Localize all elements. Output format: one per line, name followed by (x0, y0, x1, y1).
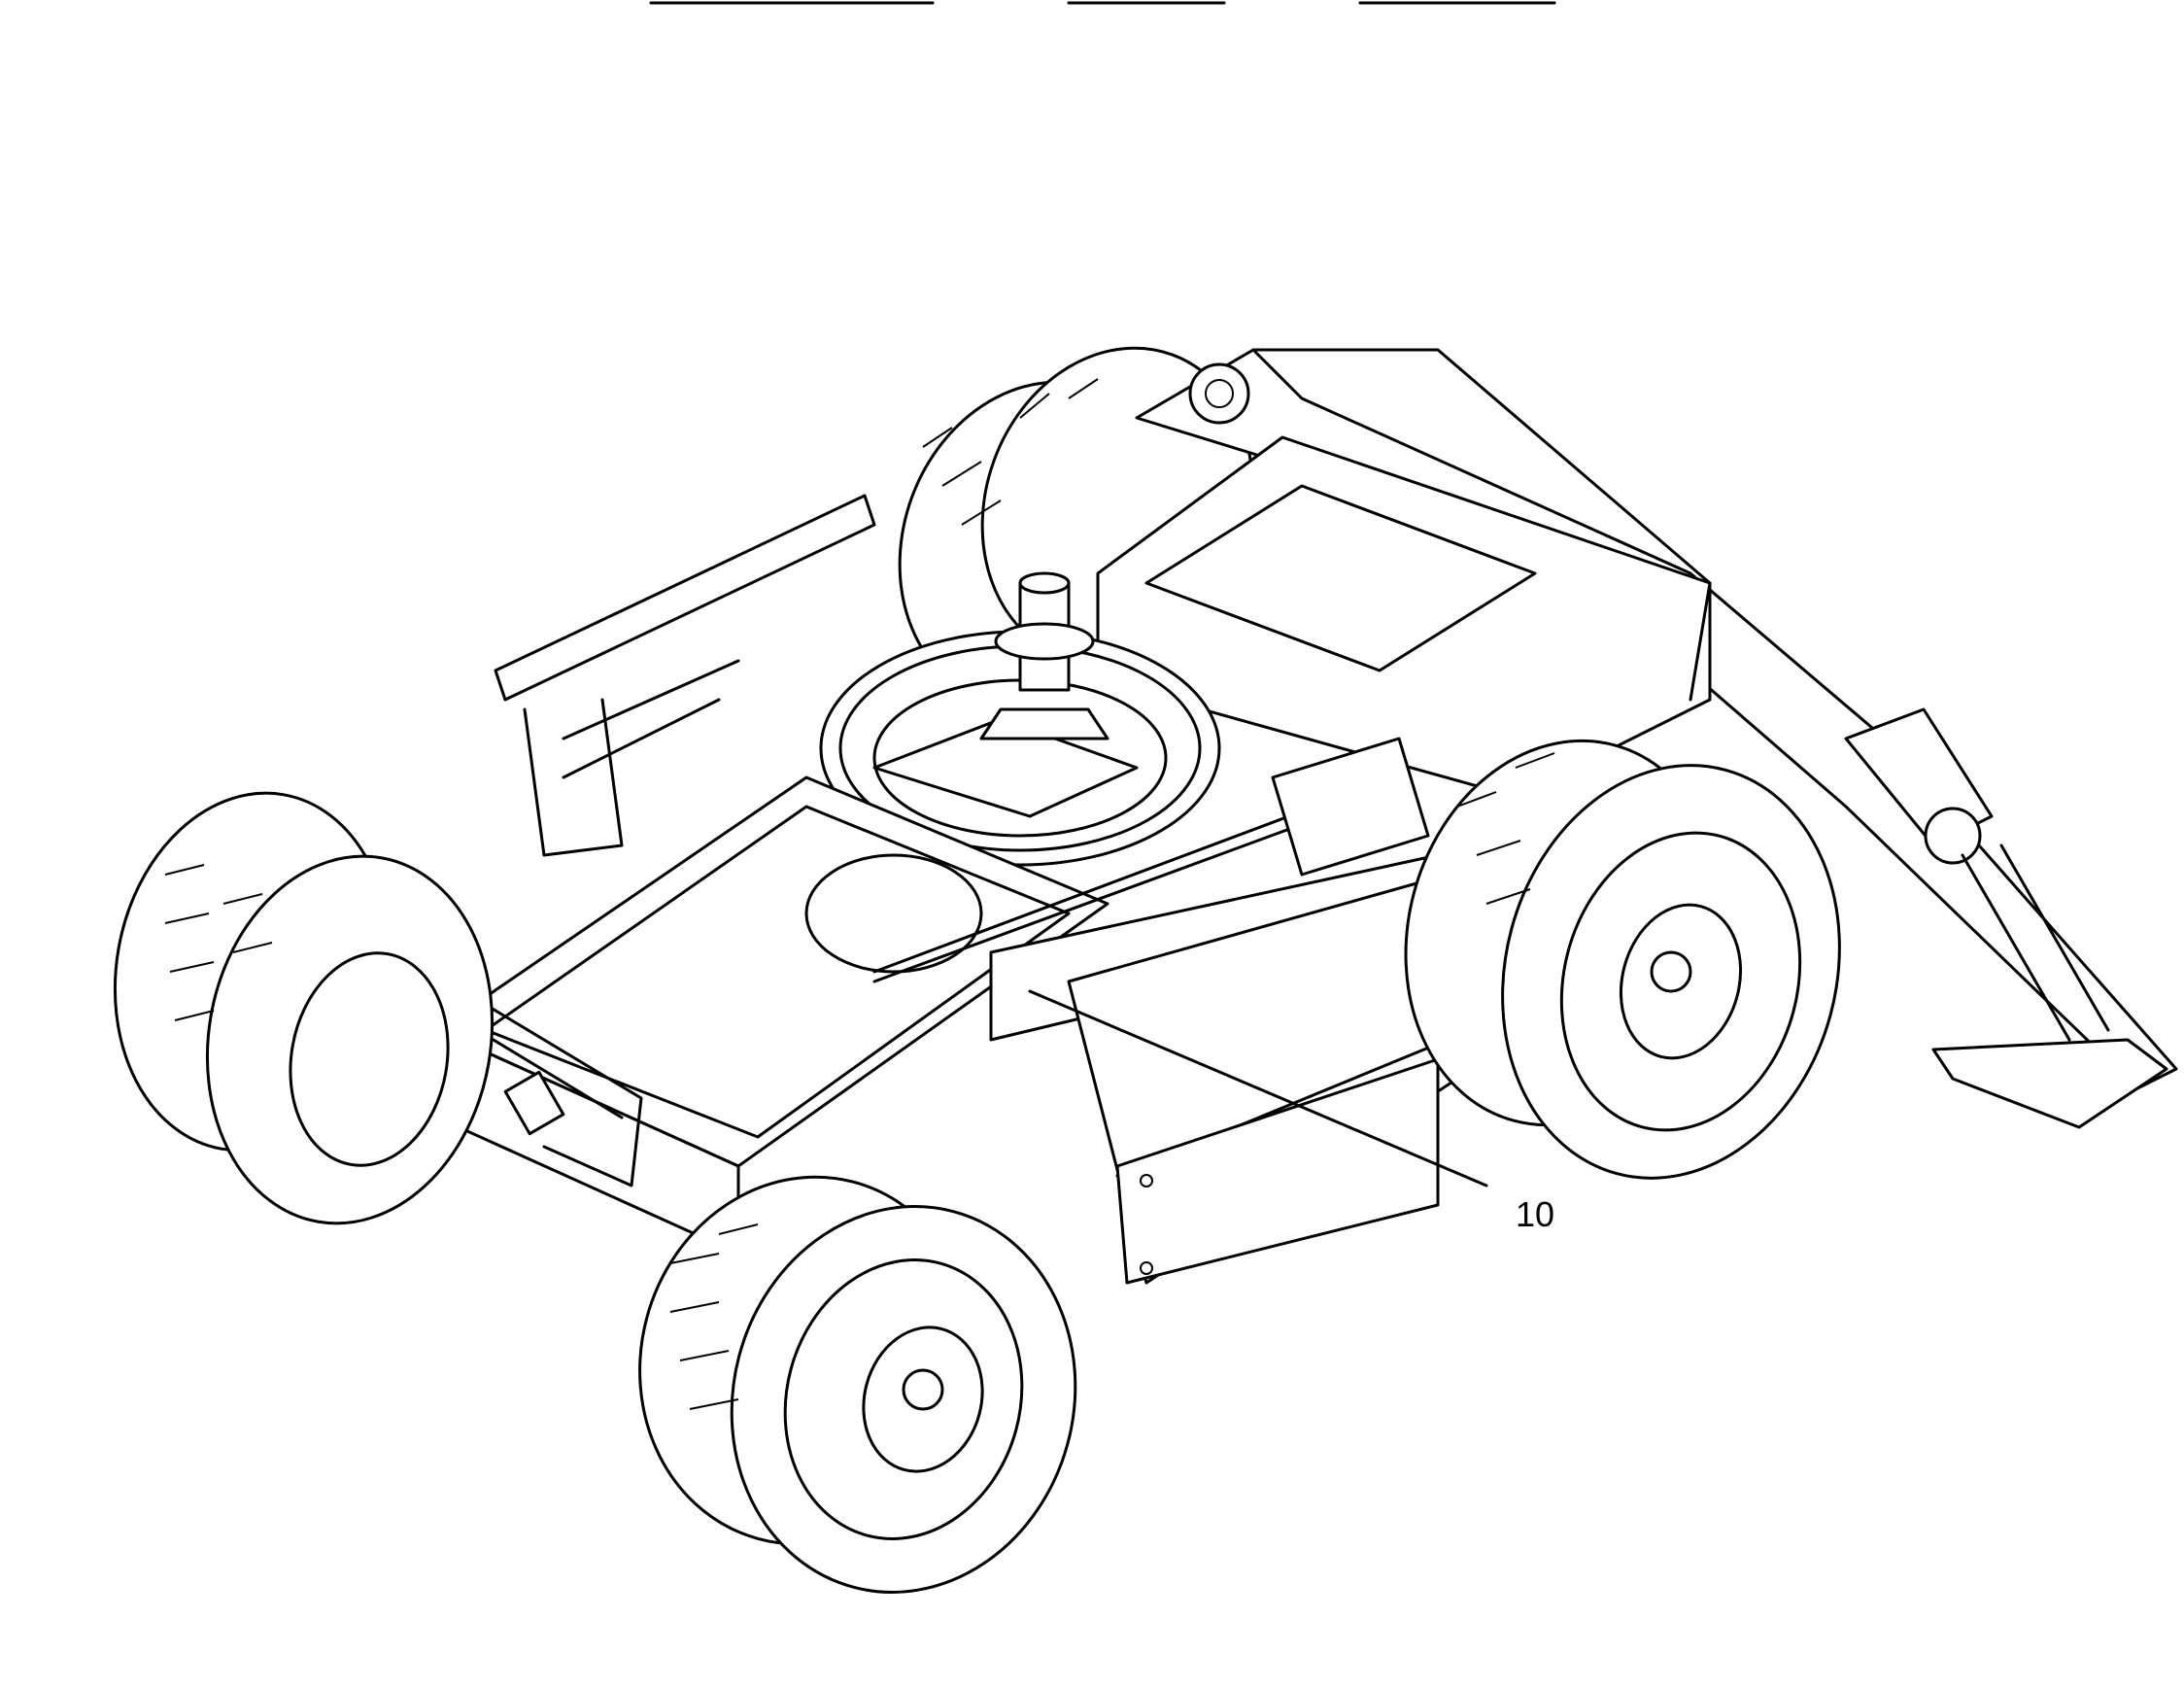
rear-frame-box (1096, 435, 1712, 799)
rear-right-wheels (1404, 739, 1841, 1180)
callout-10: 10 (1028, 989, 1554, 1234)
front-right-wheels (638, 1175, 1077, 1594)
left-rear-beam (494, 494, 876, 857)
callout-10-label: 10 (1516, 1194, 1554, 1234)
rotary-joint (979, 571, 1109, 740)
outrigger-boom (1135, 348, 2178, 1129)
center-transmission (804, 737, 1430, 983)
callout-10-leader-line (1028, 989, 1488, 1188)
front-left-wheels (113, 791, 495, 1225)
